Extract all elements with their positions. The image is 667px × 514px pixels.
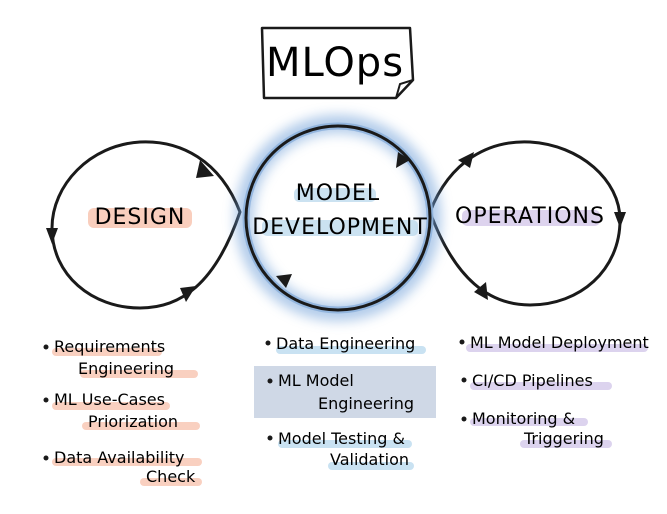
bullet-icon (43, 344, 49, 350)
design-item-2-line2: Priorization (88, 412, 178, 431)
arrow-icon (614, 212, 626, 228)
list-item: Data Availability Check (43, 448, 202, 486)
design-item-3-line2: Check (146, 467, 196, 486)
list-item: Data Engineering (265, 334, 426, 354)
model-development-ring (235, 115, 441, 321)
bullet-icon (267, 378, 273, 384)
operations-phase: OPERATIONS (455, 204, 605, 229)
page-title: MLOps (266, 40, 404, 86)
design-label: DESIGN (95, 205, 186, 230)
bullet-icon (459, 339, 465, 345)
highlight-box (254, 366, 436, 418)
arrow-icon (458, 152, 474, 168)
ops-item-3-line2: Triggering (523, 429, 604, 448)
arrow-icon (180, 286, 196, 302)
ops-item-3-line1: Monitoring & (472, 409, 575, 428)
arrow-icon (396, 152, 410, 168)
operations-list: ML Model Deployment CI/CD Pipelines Moni… (459, 333, 649, 448)
ops-item-2: CI/CD Pipelines (472, 371, 593, 390)
design-list: Requirements Engineering ML Use-Cases Pr… (43, 337, 202, 486)
operations-loop (428, 140, 626, 307)
arrow-icon (474, 282, 488, 300)
list-item: CI/CD Pipelines (461, 371, 612, 390)
bullet-icon (43, 397, 49, 403)
ops-item-1: ML Model Deployment (470, 333, 649, 352)
bullet-icon (43, 455, 49, 461)
list-item: Requirements Engineering (43, 337, 198, 378)
list-item: ML Model Engineering (254, 366, 436, 418)
list-item: ML Use-Cases Priorization (43, 390, 200, 431)
dev-item-1: Data Engineering (276, 334, 415, 353)
operations-label: OPERATIONS (455, 204, 605, 229)
model-development-phase: MODEL DEVELOPMENT (252, 181, 428, 240)
title-card: MLOps (260, 26, 415, 100)
design-item-2-line1: ML Use-Cases (54, 390, 165, 409)
dev-item-2-line1: ML Model (278, 371, 354, 390)
list-item: ML Model Deployment (459, 333, 649, 352)
bullet-icon (267, 435, 273, 441)
design-item-1-line2: Engineering (78, 359, 174, 378)
design-item-3-line1: Data Availability (54, 448, 185, 467)
list-item: Model Testing & Validation (267, 429, 414, 470)
design-phase: DESIGN (88, 205, 192, 230)
design-item-1-line1: Requirements (54, 337, 165, 356)
dev-item-3-line2: Validation (330, 450, 409, 469)
arrow-icon (276, 274, 292, 288)
model-development-list: Data Engineering ML Model Engineering Mo… (254, 334, 436, 470)
arrow-icon (46, 228, 58, 244)
bullet-icon (265, 340, 271, 346)
dev-item-3-line1: Model Testing & (278, 429, 405, 448)
list-item: Monitoring & Triggering (461, 409, 612, 448)
design-loop (46, 140, 242, 310)
bullet-icon (461, 416, 467, 422)
arrow-icon (196, 160, 214, 178)
bullet-icon (461, 377, 467, 383)
development-label: DEVELOPMENT (252, 215, 428, 240)
model-label: MODEL (296, 181, 380, 206)
dev-item-2-line2: Engineering (318, 394, 414, 413)
